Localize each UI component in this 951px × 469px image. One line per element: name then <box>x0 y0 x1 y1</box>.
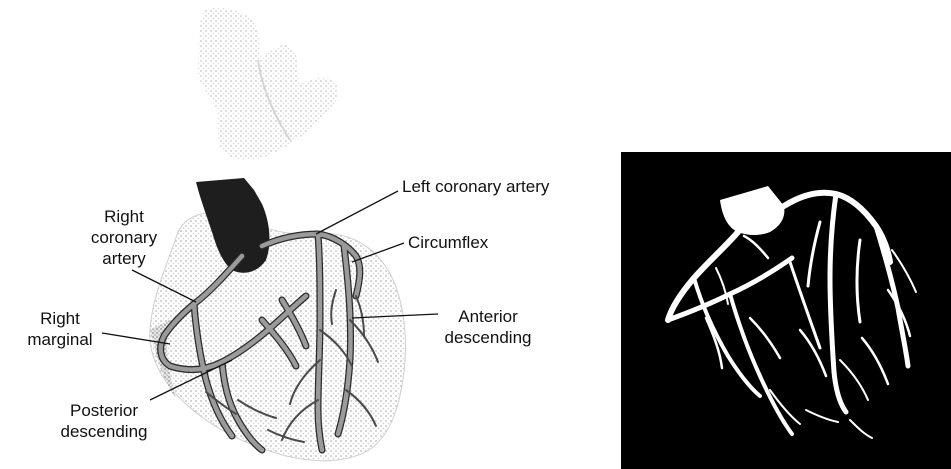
anterior-descending-label: Anterior descending <box>440 306 536 348</box>
great-vessels <box>198 8 339 160</box>
right-coronary-artery-label: Right coronary artery <box>76 206 172 269</box>
anterior-descending-line-2: descending <box>440 327 536 348</box>
anterior-descending-line-1: Anterior <box>440 306 536 327</box>
right-coronary-artery-line-1: Right <box>76 206 172 227</box>
right-coronary-artery-line-2: coronary <box>76 227 172 248</box>
right-marginal-label: Right marginal <box>18 308 102 350</box>
right-marginal-line-2: marginal <box>18 329 102 350</box>
right-marginal-line-1: Right <box>18 308 102 329</box>
left-coronary-artery-label: Left coronary artery <box>402 176 549 197</box>
posterior-descending-line-2: descending <box>52 421 156 442</box>
right-coronary-artery-line-3: artery <box>76 248 172 269</box>
posterior-descending-line-1: Posterior <box>52 400 156 421</box>
circumflex-label: Circumflex <box>408 232 488 253</box>
posterior-descending-label: Posterior descending <box>52 400 156 442</box>
